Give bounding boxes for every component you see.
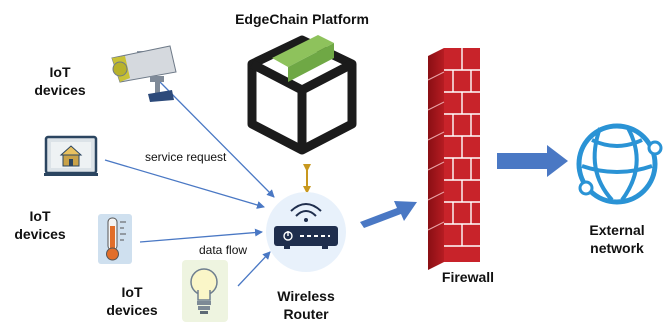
iot-group-3-line2: devices [106,301,158,318]
thermometer-icon [98,214,132,264]
iot-group-2-label: IoT devices [10,208,70,243]
edge-camera-router [159,81,275,198]
external-label-line1: External [589,222,645,238]
iot-group-3-label: IoT devices [102,284,162,319]
platform-title: EdgeChain Platform [235,11,369,27]
firewall-label: Firewall [441,269,495,285]
edge-thermo-router [139,228,263,243]
firewall-icon [427,48,480,270]
router-icon [266,192,346,272]
edge-label-data-flow: data flow [199,243,248,257]
router-label-line2: Router [283,305,329,322]
lightbulb-icon [182,260,228,322]
edge-monitor-router [104,159,265,209]
globe-icon [576,123,663,205]
router-label-line1: Wireless [277,288,335,304]
arrow-firewall-external [497,145,568,177]
home-monitor-icon [44,135,98,176]
iot-group-1-line1: IoT [49,64,71,80]
external-label-line2: network [590,239,644,256]
edge-label-service-request: service request [145,150,227,164]
iot-group-1-line2: devices [34,81,86,98]
iot-group-3-line1: IoT [121,284,143,300]
camera-icon [111,45,177,102]
iot-group-2-line2: devices [14,225,66,242]
edge-bulb-router [237,251,271,287]
iot-group-1-label: IoT devices [30,64,90,99]
arrow-router-firewall [360,201,417,228]
router-label: Wireless Router [266,288,346,323]
iot-group-2-line1: IoT [29,208,51,224]
external-network-label: External network [577,222,657,257]
box-icon [247,35,357,155]
